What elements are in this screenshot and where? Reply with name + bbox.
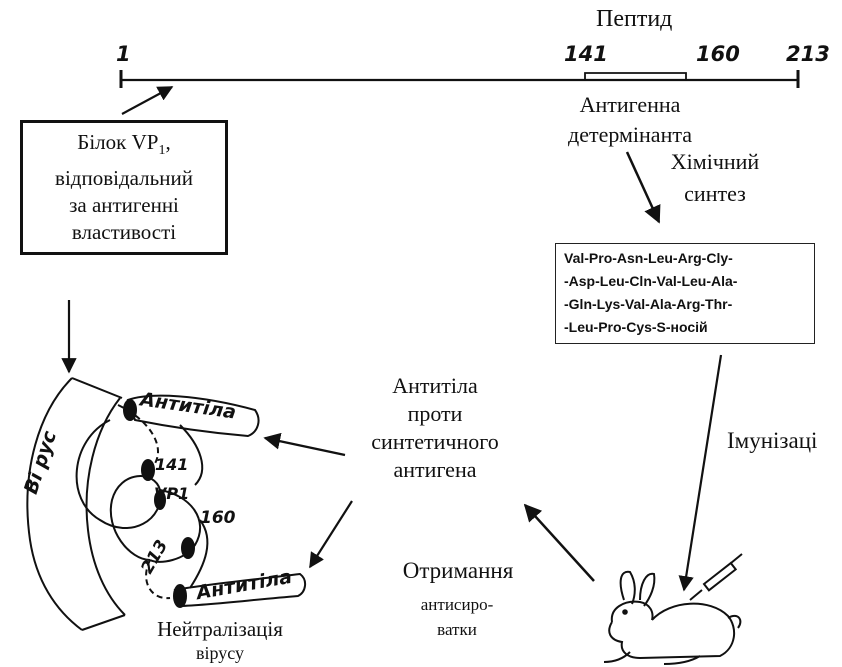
arrow-sequence-to-rabbit xyxy=(684,355,721,590)
scale-label-start: 1 xyxy=(116,42,131,66)
rabbit-eye xyxy=(623,610,627,614)
rabbit-ear-right xyxy=(640,574,654,606)
syringe-plunger xyxy=(731,554,742,563)
scale-label-141: 141 xyxy=(564,42,608,66)
arrow-antibodies-to-top-antibody xyxy=(265,438,345,455)
virus-mark-160: 160 xyxy=(200,508,236,528)
virus-mark-141: 141 xyxy=(155,455,188,474)
protein-box-line1: Білок VP1, xyxy=(55,129,193,164)
chemical-synthesis-line2: синтез xyxy=(650,178,780,210)
antigenic-determinant-line1: Антигенна xyxy=(545,90,715,120)
protein-box-line1-prefix: Білок VP xyxy=(77,130,158,154)
scale-label-160: 160 xyxy=(696,42,740,66)
arrow-protein-to-peptide xyxy=(122,87,172,114)
rabbit-body xyxy=(609,604,734,658)
antiserum-line1: антисиро- xyxy=(392,592,522,617)
sequence-line-1: Val-Pro-Asn-Leu-Arg-Cly- xyxy=(564,247,806,270)
antibodies-label: Антитіла проти синтетичного антигена xyxy=(345,372,525,484)
neutralization-line1: Нейтралізація xyxy=(115,617,325,641)
sequence-line-4: -Leu-Pro-Cys-S-носій xyxy=(564,316,806,339)
syringe-needle xyxy=(690,590,702,600)
neutralization-label: Нейтралізація вірусу xyxy=(115,617,325,665)
rabbit-illustration xyxy=(604,554,742,664)
arrow-antibodies-to-neutralization xyxy=(310,501,352,567)
syringe-barrel xyxy=(704,563,736,590)
protein-box-line4: властивості xyxy=(55,219,193,246)
chemical-synthesis-label: Хімічний синтез xyxy=(650,146,780,210)
peptide-title: Пептид xyxy=(596,6,672,33)
chemical-synthesis-line1: Хімічний xyxy=(650,146,780,178)
clasp-2 xyxy=(142,460,154,480)
sequence-line-2: -Asp-Leu-Cln-Val-Leu-Ala- xyxy=(564,270,806,293)
clasp-1 xyxy=(124,400,136,420)
neutralization-line2: вірусу xyxy=(115,641,325,665)
antibodies-line4: антигена xyxy=(345,456,525,484)
antibodies-line2: проти xyxy=(345,400,525,428)
antibodies-line1: Антитіла xyxy=(345,372,525,400)
clasp-5 xyxy=(174,585,186,607)
sequence-line-3: -Gln-Lys-Val-Ala-Arg-Thr- xyxy=(564,293,806,316)
immunization-label: Імунізаці xyxy=(727,428,817,454)
virus-mark-vp1: VP1 xyxy=(154,484,189,503)
peptide-sequence-box: Val-Pro-Asn-Leu-Arg-Cly- -Asp-Leu-Cln-Va… xyxy=(555,243,815,344)
rabbit-ear-left xyxy=(621,572,635,604)
peptide-scale xyxy=(120,70,798,88)
antibodies-line3: синтетичного xyxy=(345,428,525,456)
clasp-4 xyxy=(182,538,194,558)
protein-vp1-box: Білок VP1, відповідальний за антигенні в… xyxy=(20,120,228,255)
scale-label-213: 213 xyxy=(786,42,830,66)
obtaining-label: Отримання xyxy=(388,558,528,584)
virus-outer-arc xyxy=(27,378,82,630)
virus-inner-arc xyxy=(87,398,125,615)
antigenic-determinant-label: Антигенна детермінанта xyxy=(545,90,715,150)
rabbit-head xyxy=(612,602,653,622)
antiserum-line2: ватки xyxy=(392,617,522,642)
protein-box-line2: відповідальний xyxy=(55,165,193,192)
virus-top-edge xyxy=(72,378,122,398)
protein-box-line3: за антигенні xyxy=(55,192,193,219)
antiserum-label: антисиро- ватки xyxy=(392,592,522,642)
arrow-rabbit-to-antibodies xyxy=(525,505,594,581)
protein-box-line1-suffix: , xyxy=(165,130,170,154)
